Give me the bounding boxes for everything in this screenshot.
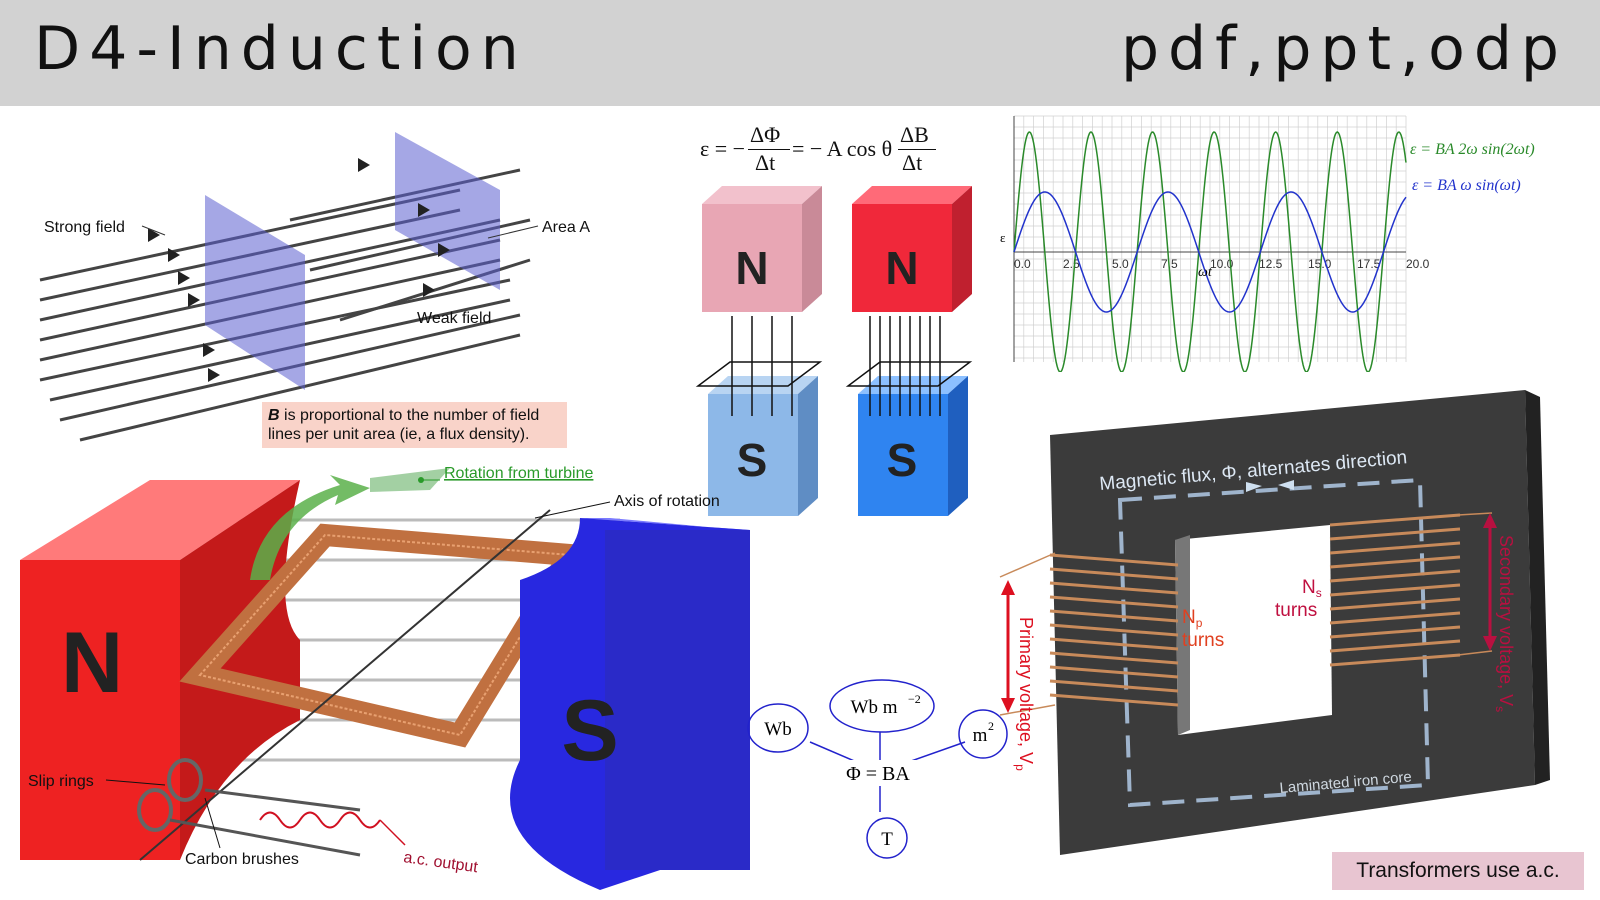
weak-field-label: Weak field (417, 310, 491, 327)
eq-dt: Δt (755, 150, 776, 175)
t-node (866, 817, 908, 859)
carbon-brushes-label: Carbon brushes (185, 851, 299, 868)
x-tick-label: 15.0 (1308, 257, 1332, 271)
flux-path (1117, 477, 1431, 808)
formats-label: pdf,ppt,odp (1120, 14, 1568, 84)
slip-ring-1 (167, 758, 203, 802)
ac-output-label: a.c. output (402, 849, 479, 876)
ac-output-wave (259, 811, 381, 829)
rotation-arrow (250, 475, 370, 580)
generator-south-label: S (561, 683, 618, 779)
legend-blue: ε = BA ω sin(ωt) (1412, 177, 1521, 194)
x-tick-label: 2.5 (1063, 257, 1080, 271)
x-tick-label: 17.5 (1357, 257, 1381, 271)
north-pole-top (20, 480, 300, 560)
series-green-line (1013, 131, 1407, 372)
m2-node (958, 709, 1008, 759)
north-label-left: N (735, 242, 768, 294)
weak-field-plane (395, 132, 500, 290)
legend-green: ε = BA 2ω sin(2ωt) (1410, 141, 1535, 158)
eq-middle: = − A cos θ (792, 136, 893, 161)
graph-xlabel: ωt (1198, 265, 1213, 280)
x-tick-label: 20.0 (1406, 257, 1430, 271)
x-tick-label: 5.0 (1112, 257, 1129, 271)
flux-note-bold: B (268, 407, 280, 424)
wbm2-node (829, 679, 935, 733)
ac-generator-diagram: N S Rotation from turbine Axis of rotati… (20, 465, 750, 890)
graph-ylabel: ε (1000, 230, 1006, 245)
t-label: T (881, 829, 893, 850)
rotation-axis (139, 509, 551, 861)
wb-node (747, 703, 809, 753)
eq-dphi: ΔΦ (750, 122, 781, 147)
south-pole-face (605, 530, 750, 870)
ns-label: Ns (1302, 577, 1322, 600)
units-diagram: Φ = BA Wb Wb m −2 m 2 T (747, 679, 1008, 859)
core-window (1175, 525, 1332, 735)
transformer-note: Transformers use a.c. (1332, 852, 1584, 890)
np-label: Np (1182, 607, 1203, 630)
flux-density-diagram: Strong field Area A Weak field (39, 132, 590, 442)
m2-exp: 2 (988, 719, 994, 733)
wbm2-label: Wb m (851, 697, 898, 718)
wb-label: Wb (764, 719, 791, 740)
page-title: D4-Induction (34, 14, 528, 84)
area-label: Area A (542, 219, 590, 236)
south-label-left: S (737, 434, 768, 486)
north-pole-face (20, 560, 180, 860)
x-tick-label: 0.0 (1014, 257, 1031, 271)
slip-ring-2 (137, 788, 173, 832)
transformer-diagram: Magnetic flux, Φ, alternates direction L… (999, 390, 1550, 855)
secondary-voltage-label: Secondary voltage, Vs (1493, 535, 1516, 712)
header-bar: D4-Induction pdf,ppt,odp (0, 0, 1600, 106)
x-tick-label: 10.0 (1210, 257, 1234, 271)
north-label-right: N (885, 242, 918, 294)
wbm2-exp: −2 (908, 692, 921, 706)
magnet-flux-comparison: N S N S (695, 186, 973, 516)
flux-density-note: B is proportional to the number of field… (262, 402, 567, 448)
generator-north-label: N (61, 615, 123, 711)
x-tick-label: 12.5 (1259, 257, 1283, 271)
south-label-right: S (887, 434, 918, 486)
axis-label: Axis of rotation (614, 493, 720, 510)
eq-db: ΔB (900, 122, 929, 147)
slip-rings-label: Slip rings (28, 773, 94, 790)
eq-dt2: Δt (902, 150, 923, 175)
graph-grid (1013, 115, 1407, 362)
rotation-label: Rotation from turbine (444, 465, 594, 482)
series-blue-line (1013, 191, 1407, 313)
phi-equals-ba: Φ = BA (846, 763, 910, 785)
flux-note-text: is proportional to the number of field l… (268, 407, 540, 443)
ns-turns: turns (1275, 600, 1317, 621)
eq-lhs: ε = − (700, 136, 746, 161)
strong-field-plane (205, 195, 305, 390)
m2-label: m (973, 725, 988, 746)
primary-voltage-label: Primary voltage, Vp (1013, 617, 1036, 771)
strong-field-label: Strong field (44, 219, 125, 236)
np-turns: turns (1182, 630, 1224, 651)
